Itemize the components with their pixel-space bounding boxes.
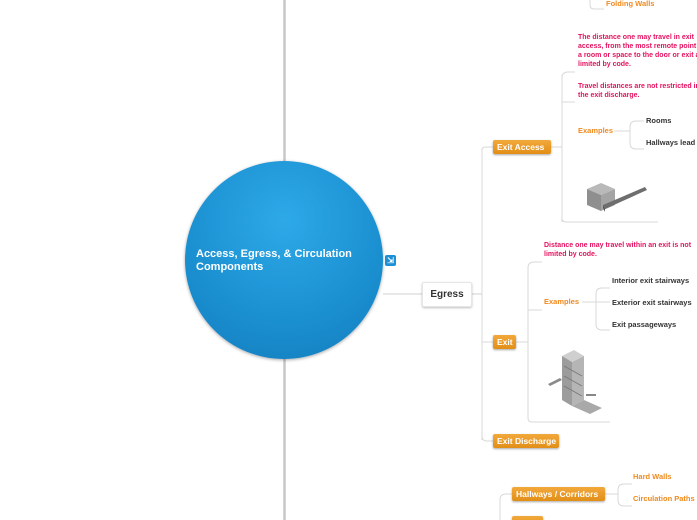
root-topic-label: Access, Egress, & Circulation Components: [196, 248, 352, 273]
example-exit-passageways[interactable]: Exit passageways: [612, 320, 677, 329]
exit-access-definition: The distance one may travel in exit acce…: [578, 34, 697, 68]
circulation-paths-topic[interactable]: Circulation Paths: [633, 494, 695, 503]
example-hallways[interactable]: Hallways lead: [646, 138, 696, 147]
exit-access-travel-note: Travel distances are not restricted in t…: [578, 83, 697, 99]
exit-topic[interactable]: Exit: [493, 335, 516, 349]
example-exterior-stairways[interactable]: Exterior exit stairways: [612, 298, 692, 307]
exit-examples-label[interactable]: Examples: [544, 297, 580, 306]
egress-topic[interactable]: Egress: [422, 282, 472, 307]
exit-definition: Distance one may travel within an exit i…: [544, 242, 692, 258]
hallways-corridors-topic[interactable]: Hallways / Corridors: [512, 487, 605, 501]
stair-tower-illustration: [548, 350, 602, 414]
exit-access-examples-label[interactable]: Examples: [578, 126, 614, 135]
room-hallway-illustration: [587, 183, 647, 212]
root-topic-node[interactable]: [185, 161, 383, 359]
exit-access-topic[interactable]: Exit Access: [493, 140, 551, 154]
external-link-icon[interactable]: ⇲: [385, 255, 396, 266]
example-interior-stairways[interactable]: Interior exit stairways: [612, 276, 690, 285]
exit-discharge-topic[interactable]: Exit Discharge: [493, 434, 559, 448]
example-rooms[interactable]: Rooms: [646, 116, 672, 125]
next-branch-topic[interactable]: [512, 516, 543, 520]
folding-walls-topic[interactable]: Folding Walls: [606, 0, 655, 8]
hard-walls-topic[interactable]: Hard Walls: [633, 472, 672, 481]
